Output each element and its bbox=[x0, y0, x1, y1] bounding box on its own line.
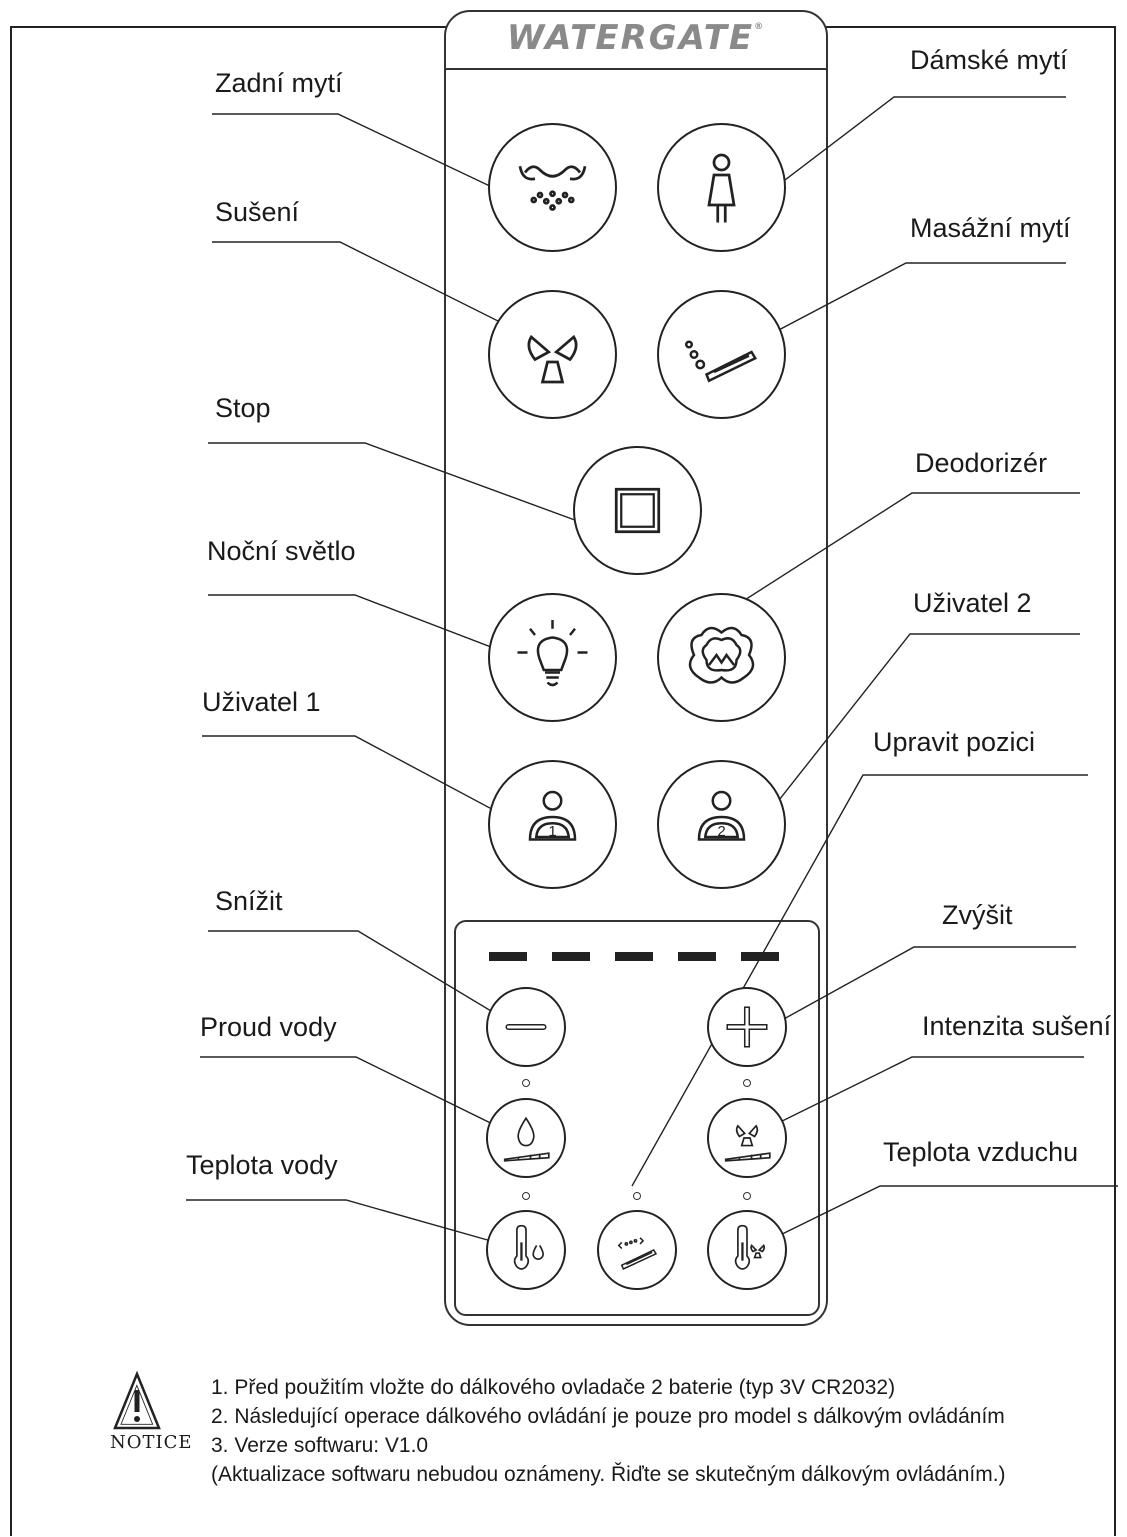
nozzle-position-button[interactable] bbox=[597, 1210, 677, 1290]
plus-icon bbox=[726, 1006, 768, 1048]
leader-night-light bbox=[208, 594, 513, 656]
user1-number: 1 bbox=[548, 823, 556, 840]
label-night-light: Noční světlo bbox=[207, 536, 356, 566]
logo-divider bbox=[444, 68, 828, 70]
notice-line-4: (Aktualizace softwaru nebudou oznámeny. … bbox=[211, 1463, 1006, 1486]
massage-wash-button[interactable] bbox=[657, 290, 786, 419]
label-user2: Uživatel 2 bbox=[913, 588, 1032, 618]
stop-button[interactable] bbox=[573, 446, 702, 575]
night-light-button[interactable] bbox=[488, 593, 617, 722]
leader-drying bbox=[212, 241, 521, 333]
user1-button[interactable]: 1 bbox=[488, 760, 617, 889]
leader-decrease bbox=[208, 930, 517, 1027]
brand-logo: WATERGATE® bbox=[506, 18, 766, 58]
leader-rear-wash bbox=[212, 113, 516, 199]
water-drop-icon bbox=[503, 1116, 550, 1162]
flower-icon bbox=[688, 626, 755, 684]
fan-icon bbox=[527, 334, 578, 384]
label-user1: Uživatel 1 bbox=[202, 687, 321, 717]
minus-icon bbox=[505, 1023, 547, 1031]
leader-dry-intensity bbox=[767, 1056, 1084, 1129]
leader-water-temp bbox=[186, 1199, 524, 1251]
notice-line-1: 1. Před použitím vložte do dálkového ovl… bbox=[211, 1376, 896, 1399]
label-water-flow: Proud vody bbox=[200, 1012, 337, 1042]
decrease-button[interactable] bbox=[486, 987, 566, 1067]
drying-button[interactable] bbox=[488, 290, 617, 419]
thermometer-air-icon bbox=[734, 1224, 766, 1270]
level-segment-3 bbox=[615, 952, 653, 961]
lady-icon bbox=[707, 153, 736, 223]
indicator-led-air-temp bbox=[743, 1192, 751, 1200]
fan-level-icon bbox=[724, 1124, 771, 1162]
thermometer-water-icon bbox=[513, 1224, 544, 1270]
leader-air-temp bbox=[767, 1185, 1118, 1242]
label-drying: Sušení bbox=[215, 197, 300, 227]
leader-user1 bbox=[202, 735, 517, 823]
notice-line-3: 3. Verze softwaru: V1.0 bbox=[211, 1434, 429, 1457]
rear-wash-icon bbox=[518, 165, 587, 211]
leader-increase bbox=[772, 946, 1076, 1026]
leader-stop bbox=[208, 442, 603, 531]
level-segment-1 bbox=[489, 952, 527, 961]
user-icon: 2 bbox=[697, 790, 746, 841]
notice-caption: NOTICE bbox=[110, 1432, 193, 1453]
label-rear-wash: Zadní mytí bbox=[215, 68, 343, 98]
deodorizer-button[interactable] bbox=[657, 593, 786, 722]
user2-button[interactable]: 2 bbox=[657, 760, 786, 889]
indicator-led-position bbox=[633, 1192, 641, 1200]
user-icon: 1 bbox=[528, 790, 577, 841]
leader-water-flow bbox=[200, 1056, 518, 1137]
water-flow-button[interactable] bbox=[486, 1098, 566, 1178]
level-segment-5 bbox=[741, 952, 779, 961]
massage-nozzle-icon bbox=[684, 340, 758, 383]
label-dry-intensity: Intenzita sušení bbox=[922, 1011, 1112, 1041]
level-segment-2 bbox=[552, 952, 590, 961]
label-stop: Stop bbox=[215, 393, 271, 423]
water-temp-button[interactable] bbox=[486, 1210, 566, 1290]
lady-wash-button[interactable] bbox=[657, 123, 786, 252]
nozzle-position-icon bbox=[617, 1237, 658, 1271]
level-segment-4 bbox=[678, 952, 716, 961]
label-deodorizer: Deodorizér bbox=[915, 448, 1048, 478]
user2-number: 2 bbox=[717, 823, 725, 840]
leader-adjust-position bbox=[631, 774, 1088, 1187]
notice-line-2: 2. Následující operace dálkového ovládán… bbox=[211, 1405, 1005, 1428]
label-adjust-position: Upravit pozici bbox=[873, 727, 1036, 757]
notice-text: 1. Před použitím vložte do dálkového ovl… bbox=[211, 1373, 1006, 1489]
lightbulb-icon bbox=[517, 620, 588, 687]
indicator-led-dry-intensity bbox=[743, 1079, 751, 1087]
label-decrease: Snížit bbox=[215, 886, 283, 916]
increase-button[interactable] bbox=[707, 987, 787, 1067]
warning-triangle-icon bbox=[113, 1370, 161, 1430]
dry-intensity-button[interactable] bbox=[707, 1098, 787, 1178]
adjustment-panel bbox=[454, 920, 820, 1316]
stop-square-icon bbox=[614, 487, 661, 534]
label-increase: Zvýšit bbox=[942, 900, 1013, 930]
leader-massage bbox=[755, 262, 1066, 343]
indicator-led-water-temp bbox=[522, 1192, 530, 1200]
label-air-temp: Teplota vzduchu bbox=[883, 1137, 1079, 1167]
label-massage-wash: Masážní mytí bbox=[910, 213, 1071, 243]
rear-wash-button[interactable] bbox=[488, 123, 617, 252]
leader-user2 bbox=[756, 633, 1080, 829]
air-temp-button[interactable] bbox=[707, 1210, 787, 1290]
leader-lady-wash bbox=[742, 96, 1066, 213]
indicator-led-water-flow bbox=[522, 1079, 530, 1087]
label-lady-wash: Dámské mytí bbox=[910, 45, 1068, 75]
label-water-temp: Teplota vody bbox=[186, 1150, 338, 1180]
leader-deodorizer bbox=[725, 492, 1080, 613]
